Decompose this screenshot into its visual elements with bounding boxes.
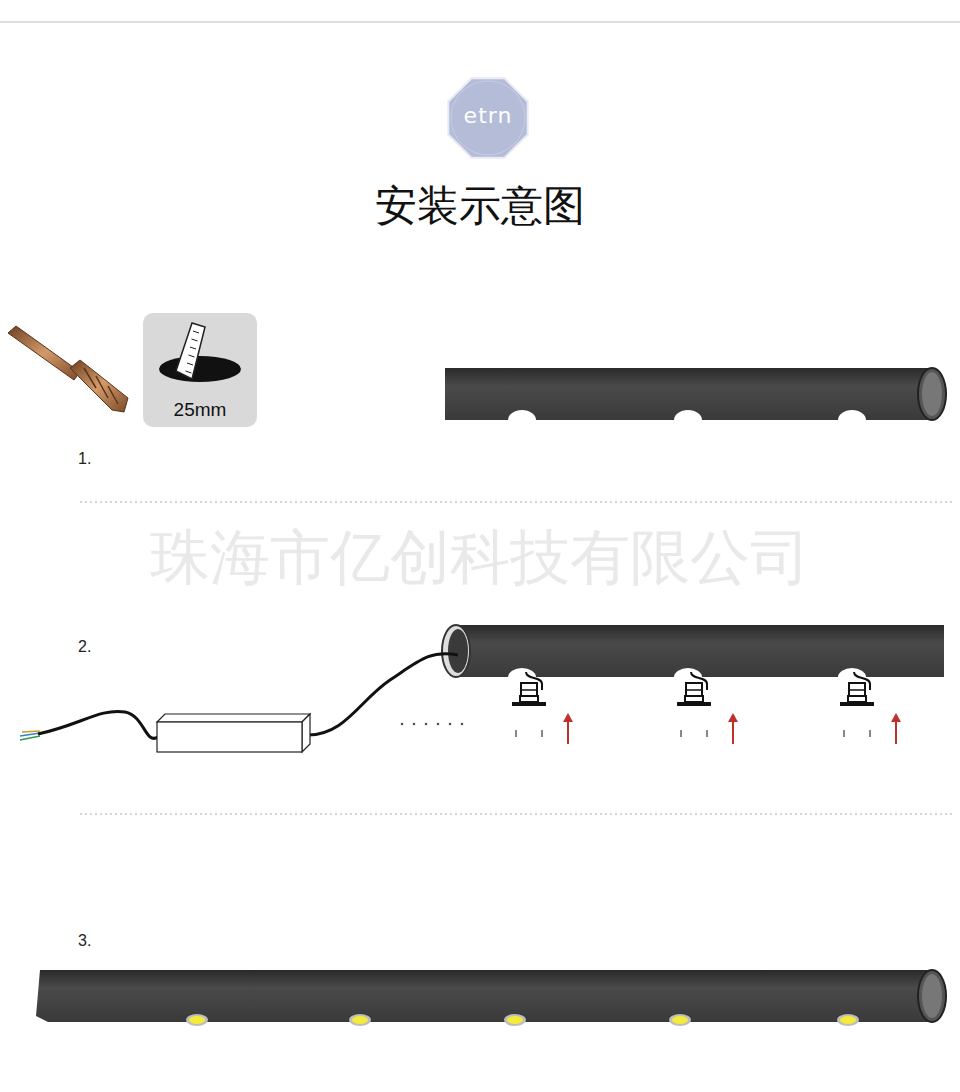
lit-lamps: [186, 1014, 859, 1026]
lamp-rim: [837, 1014, 859, 1026]
divider: [80, 502, 955, 503]
logo-text: etrn: [464, 103, 513, 128]
dot: [425, 723, 428, 726]
size-label: 25mm: [174, 399, 227, 421]
dot: [449, 723, 452, 726]
dot: [401, 723, 404, 726]
top-rule: [0, 22, 960, 23]
pipe-installed: [36, 970, 946, 1022]
lamp: [352, 1016, 368, 1024]
step-number: 3.: [78, 932, 91, 950]
step-number: 2.: [78, 638, 91, 656]
drill-bit: [8, 326, 128, 412]
dot: [413, 723, 416, 726]
fixture: [840, 672, 901, 744]
watermark: 珠海市亿创科技有限公司: [150, 518, 810, 599]
saw-blade: [176, 323, 205, 379]
lamp: [507, 1016, 523, 1024]
step-number: 1.: [78, 450, 91, 468]
dot: [437, 723, 440, 726]
lamp: [840, 1016, 856, 1024]
driver-box: [157, 714, 310, 752]
cutter-size-box: 25mm: [143, 313, 257, 427]
lamp-rim: [504, 1014, 526, 1026]
divider: [80, 814, 955, 815]
lamp-rim: [186, 1014, 208, 1026]
lamp: [189, 1016, 205, 1024]
continuation-dots: [401, 723, 464, 726]
fixture: [512, 672, 573, 744]
pipe-wiring: [442, 625, 944, 677]
logo-badge: etrn: [443, 73, 533, 163]
lamp: [672, 1016, 688, 1024]
lamp-rim: [669, 1014, 691, 1026]
title: 安装示意图: [375, 178, 585, 234]
lamp-rim: [349, 1014, 371, 1026]
dot: [461, 723, 464, 726]
pipe-drilled: [445, 368, 946, 420]
fixture: [677, 672, 738, 744]
light-fixtures: [512, 672, 901, 744]
